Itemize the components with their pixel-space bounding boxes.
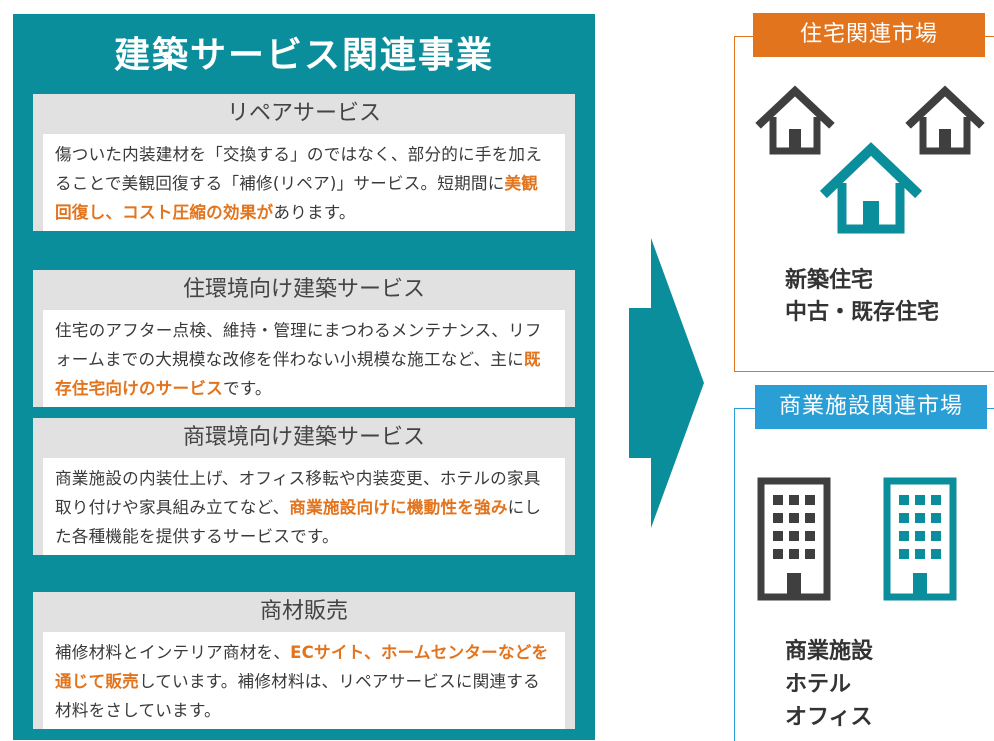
- highlight-text: 商業施設向けに機動性を強み: [289, 498, 508, 517]
- highlight-text: 既存住宅向けのサービス: [55, 350, 541, 398]
- highlight-text: 美観回復し、コスト圧縮の効果が: [55, 174, 539, 222]
- building-icon: [757, 477, 831, 601]
- service-description: 商業施設の内装仕上げ、オフィス移転や内装変更、ホテルの家具取り付けや家具組み立て…: [43, 458, 565, 555]
- housing-market-items: 新築住宅 中古・既存住宅: [785, 265, 939, 329]
- service-card-repair: リペアサービス 傷ついた内装建材を「交換する」のではなく、部分的に手を加えること…: [33, 94, 575, 231]
- building-icon: [883, 477, 957, 601]
- description-text: 住宅のアフター点検、維持・管理にまつわるメンテナンス、リフォームまでの大規模な改…: [55, 321, 542, 369]
- service-description: 傷ついた内装建材を「交換する」のではなく、部分的に手を加えることで美観回復する「…: [43, 134, 565, 231]
- market-item: 新築住宅: [785, 268, 874, 293]
- description-text: です。: [222, 379, 272, 398]
- market-item: 商業施設: [785, 639, 874, 664]
- commercial-market-label: 商業施設関連市場: [755, 385, 987, 429]
- flow-arrow-icon: [629, 238, 704, 528]
- service-description: 補修材料とインテリア商材を、ECサイト、ホームセンターなどを通じて販売しています…: [43, 632, 565, 729]
- market-item: 中古・既存住宅: [785, 300, 940, 325]
- commercial-market-items: 商業施設 ホテル オフィス: [785, 635, 873, 734]
- service-title: リペアサービス: [226, 101, 381, 126]
- description-text: あります。: [273, 203, 356, 222]
- description-text: 傷ついた内装建材を「交換する」のではなく、部分的に手を加えることで美観回復する「…: [55, 145, 543, 193]
- highlight-text: ECサイト、ホームセンターなどを通じて販売: [55, 643, 549, 691]
- house-icon: [905, 85, 985, 155]
- house-icon: [755, 85, 835, 155]
- service-description: 住宅のアフター点検、維持・管理にまつわるメンテナンス、リフォームまでの大規模な改…: [43, 310, 565, 407]
- service-title: 住環境向け建築サービス: [182, 277, 425, 302]
- house-icon: [819, 142, 923, 234]
- service-card-commercial: 商環境向け建築サービス 商業施設の内装仕上げ、オフィス移転や内装変更、ホテルの家…: [33, 418, 575, 555]
- service-card-sales: 商材販売 補修材料とインテリア商材を、ECサイト、ホームセンターなどを通じて販売…: [33, 592, 575, 729]
- housing-market-box: 住宅関連市場 新築住宅 中古・既存住宅: [734, 13, 994, 372]
- description-text: 商業施設の内装仕上げ、オフィス移転や内装変更、ホテルの家具取り付けや家具組み立て…: [55, 469, 541, 517]
- market-item: ホテル: [785, 672, 852, 697]
- commercial-market-box: 商業施設関連市場 商業施設 ホテル オフィス: [734, 385, 994, 741]
- market-item: オフィス: [785, 705, 873, 730]
- service-title: 商材販売: [259, 599, 348, 624]
- business-panel: 建築サービス関連事業 リペアサービス 傷ついた内装建材を「交換する」のではなく、…: [13, 14, 595, 740]
- housing-market-label: 住宅関連市場: [753, 13, 985, 57]
- description-text: しています。補修材料は、リペアサービスに関連する材料をさしています。: [55, 672, 540, 720]
- service-title: 商環境向け建築サービス: [182, 425, 425, 450]
- service-card-residential: 住環境向け建築サービス 住宅のアフター点検、維持・管理にまつわるメンテナンス、リ…: [33, 270, 575, 407]
- panel-title: 建築サービス関連事業: [113, 35, 494, 76]
- description-text: にした各種機能を提供するサービスです。: [55, 498, 542, 546]
- description-text: 補修材料とインテリア商材を、: [55, 643, 291, 662]
